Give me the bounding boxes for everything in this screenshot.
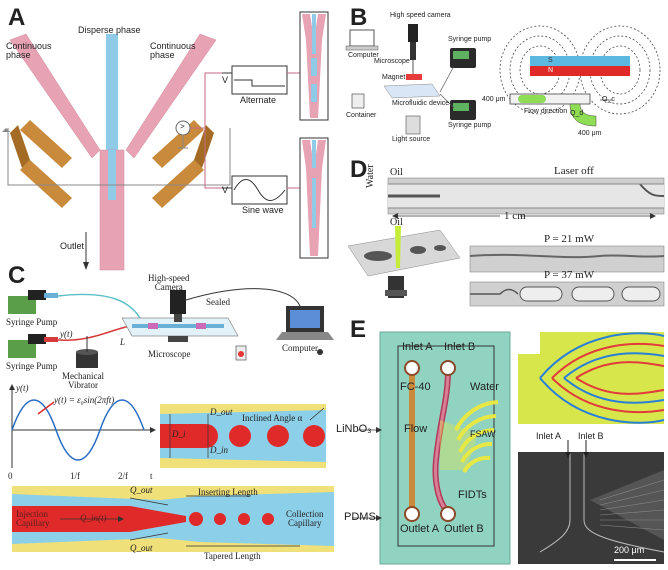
panel-c-microscope: Microscope bbox=[148, 349, 191, 359]
panel-b-container: Container bbox=[346, 112, 377, 119]
panel-b-computer: Computer bbox=[348, 52, 379, 59]
panel-c-angle: Inclined Angle α bbox=[242, 413, 303, 423]
panel-a-outlet: Outlet bbox=[60, 241, 85, 251]
panel-d-laser: Laser off bbox=[554, 165, 594, 177]
panel-e-water: Water bbox=[470, 381, 499, 393]
panel-b-flow: Flow direction bbox=[524, 108, 568, 115]
panel-a-continuous-left: Continuous phase bbox=[6, 41, 52, 61]
panel-c-din: D_in bbox=[210, 445, 228, 455]
panel-b-syringe1: Syringe pump bbox=[448, 36, 492, 43]
panel-a-letter: A bbox=[8, 4, 26, 31]
panel-e-fc40: FC-40 bbox=[400, 381, 431, 393]
panel-b-magnet: Magnet bbox=[382, 74, 406, 81]
panel-b-um1: 400 μm bbox=[482, 96, 506, 103]
panel-a-v1: V bbox=[222, 75, 229, 85]
panel-c-one-f: 1/f bbox=[70, 471, 80, 481]
panel-a-op: > bbox=[180, 122, 185, 131]
panel-a-sine: Sine wave bbox=[242, 205, 284, 215]
panel-e-fidts: FIDTs bbox=[458, 489, 487, 501]
panel-b-camera: High speed camera bbox=[390, 12, 451, 19]
panel-c-t: t bbox=[150, 471, 153, 481]
panel-e-inlet-b2: Inlet B bbox=[578, 431, 604, 441]
panel-a-alternate: Alternate bbox=[240, 95, 277, 105]
panel-a-disperse: Disperse phase bbox=[78, 25, 141, 35]
panel-b-microscope: Microscope bbox=[374, 58, 410, 65]
panel-c-inserting: Inserting Length bbox=[198, 487, 258, 497]
panel-a-continuous-right: Continuous phase bbox=[150, 41, 196, 61]
panel-c-qout1: Q_out bbox=[130, 485, 153, 495]
panel-d-letter: D bbox=[350, 156, 368, 183]
panel-b-um2: 400 μm bbox=[578, 130, 602, 137]
panel-b-syringe2: Syringe pump bbox=[448, 122, 492, 129]
panel-c-qin: Q_in(t) bbox=[80, 513, 107, 523]
panel-c-di: D_i bbox=[172, 429, 186, 439]
panel-c-syringe2: Syringe Pump bbox=[6, 361, 58, 371]
panel-e-scale: 200 μm bbox=[614, 545, 645, 555]
panel-c-dout: D_out bbox=[210, 407, 233, 417]
panel-c-computer: Computer bbox=[282, 343, 318, 353]
panel-b-n: N bbox=[548, 67, 554, 74]
panel-c-yt: y(t) bbox=[60, 329, 73, 339]
panel-c-two-f: 2/f bbox=[118, 471, 128, 481]
panel-e-fsaw: FSAW bbox=[470, 429, 496, 439]
panel-b-qc: Q_c bbox=[602, 96, 615, 103]
panel-c-L: L bbox=[120, 337, 126, 347]
panel-e-letter: E bbox=[350, 316, 367, 343]
panel-d-p2: P = 37 mW bbox=[544, 269, 595, 281]
panel-c-camera: High-speed Camera bbox=[148, 273, 190, 293]
panel-c-collection: Collection Capillary bbox=[286, 509, 324, 529]
panel-a-v2: V bbox=[222, 185, 229, 195]
panel-c-tapered: Tapered Length bbox=[204, 551, 261, 561]
panel-b-light: Light source bbox=[392, 136, 431, 143]
panel-c-letter: C bbox=[8, 262, 26, 289]
panel-c-axis-y: y(t) bbox=[16, 383, 29, 393]
panel-c-sealed: Sealed bbox=[206, 297, 230, 307]
panel-b-device: Microfluidic device bbox=[392, 100, 450, 107]
panel-d-oil2: Oil bbox=[390, 217, 403, 228]
panel-c-qout2: Q_out bbox=[130, 543, 153, 553]
panel-e-outlet-b: Outlet B bbox=[444, 523, 484, 535]
panel-e-flow: Flow bbox=[404, 423, 428, 435]
panel-d-p1: P = 21 mW bbox=[544, 233, 595, 245]
panel-c-formula: y(t) = ε₀sin(2πft) bbox=[54, 395, 115, 405]
panel-e-inlet-b: Inlet B bbox=[444, 341, 476, 353]
panel-b-s: S bbox=[548, 57, 553, 64]
panel-c-syringe1: Syringe Pump bbox=[6, 317, 58, 327]
panel-c-injection: Injection Capillary bbox=[16, 509, 50, 529]
panel-e-pdms: PDMS bbox=[344, 511, 376, 523]
panel-d-cm: 1 cm bbox=[504, 210, 526, 222]
panel-b-qd: Q_d bbox=[570, 110, 584, 117]
panel-e-linbo3: LiNbO₃ bbox=[336, 423, 372, 435]
panel-d-oil1: Oil bbox=[390, 167, 403, 178]
panel-e-inlet-a: Inlet A bbox=[402, 341, 433, 353]
panel-c-vibrator: Mechanical Vibrator bbox=[62, 371, 104, 391]
panel-e-outlet-a: Outlet A bbox=[400, 523, 440, 535]
panel-b-letter: B bbox=[350, 4, 368, 31]
panel-e-inlet-a2: Inlet A bbox=[536, 431, 562, 441]
panel-c-zero: 0 bbox=[8, 471, 13, 481]
